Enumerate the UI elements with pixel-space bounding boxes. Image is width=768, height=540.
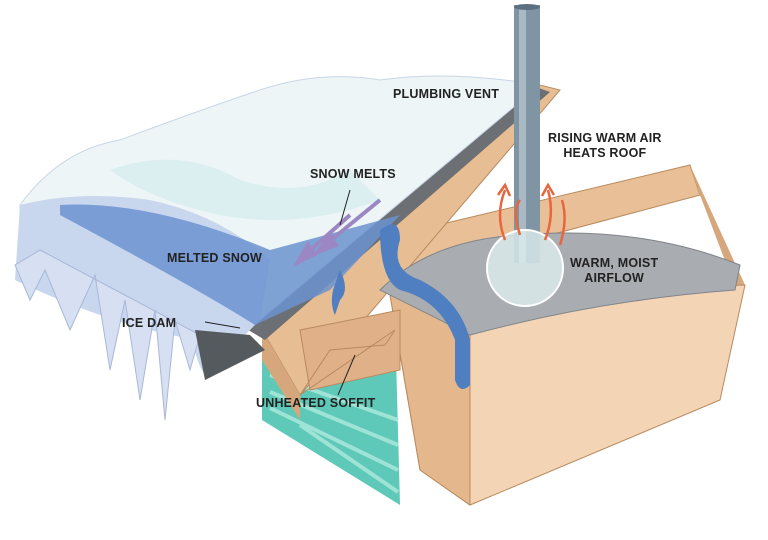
label-plumbing-vent: PLUMBING VENT (393, 87, 500, 101)
label-unheated-soffit: UNHEATED SOFFIT (256, 396, 376, 410)
icicles (14, 249, 201, 421)
plumbing-vent (514, 4, 540, 263)
label-rising-warm-air: RISING WARM AIR HEATS ROOF (548, 131, 662, 161)
melt-flow-arrows (292, 198, 382, 267)
label-ice-dam: ICE DAM (122, 316, 177, 330)
rising-heat-arrows (496, 182, 566, 246)
airflow-circle (486, 229, 564, 307)
leader-lines (204, 189, 356, 396)
label-line: RISING WARM AIR (548, 131, 662, 145)
ice-dam-gutter (195, 330, 265, 380)
label-melted-snow: MELTED SNOW (167, 251, 263, 265)
snow-pack (15, 75, 542, 376)
label-line: WARM, MOIST (570, 256, 659, 270)
melted-snow-water (60, 204, 400, 325)
label-warm-moist-airflow: WARM, MOIST AIRFLOW (570, 256, 658, 286)
meltwater-drips (331, 224, 470, 389)
label-snow-melts: SNOW MELTS (310, 167, 396, 181)
label-line: HEATS ROOF (563, 146, 647, 160)
label-line: AIRFLOW (584, 271, 645, 285)
